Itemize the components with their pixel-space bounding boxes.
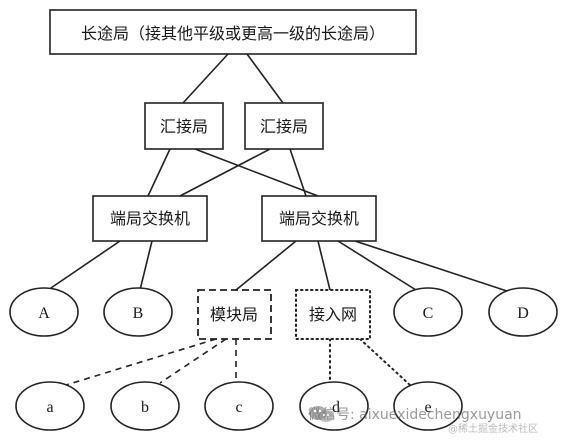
subscriber-c-label: c	[235, 399, 242, 416]
subscriber-C-node	[393, 287, 463, 337]
edge-end-right-D	[354, 240, 511, 293]
subscriber-e-node	[393, 381, 463, 431]
end-office-left-box	[92, 195, 208, 242]
subscriber-a-label: a	[46, 399, 53, 416]
edge-tandem-right-end-right	[289, 148, 307, 197]
subscriber-b-node	[110, 381, 180, 431]
edge-end-right-access	[317, 240, 331, 291]
edge-tandem-left-end-left	[147, 148, 171, 197]
access-network-box	[295, 289, 371, 340]
subscriber-d-label: d	[332, 399, 340, 416]
wechat-logo-icon	[309, 406, 334, 422]
tandem-office-right-box	[244, 102, 324, 150]
subscriber-b-label: b	[141, 399, 149, 416]
end-office-right-label: 端局交换机	[279, 209, 359, 228]
subscriber-B-node	[103, 287, 173, 337]
subscriber-A-label: A	[38, 305, 50, 322]
watermark-subtext: @稀土掘金技术社区	[448, 424, 538, 435]
tandem-office-left-box	[144, 102, 224, 150]
edge-end-right-module	[235, 240, 297, 291]
subscriber-D-node	[488, 287, 558, 337]
subscriber-C-label: C	[423, 305, 434, 322]
watermark-text: 微信号: aixuexidechengxuyuan	[308, 407, 522, 423]
edge-module-a	[65, 338, 217, 386]
subscriber-B-label: B	[133, 305, 144, 322]
subscriber-A-node	[9, 287, 79, 337]
toll-office-box	[49, 9, 417, 55]
edge-tandem-right-end-left	[179, 148, 271, 197]
toll-office-label: 长途局（接其他平级或更高一级的长途局）	[81, 24, 385, 43]
subscriber-e-label: e	[424, 399, 431, 416]
subscriber-D-label: D	[517, 305, 529, 322]
edge-access-e	[359, 338, 411, 386]
access-network-label: 接入网	[309, 305, 357, 324]
edge-module-b	[159, 338, 227, 384]
watermark: 微信号: aixuexidechengxuyuan	[308, 404, 522, 424]
subscriber-c-node	[204, 381, 274, 431]
edge-end-left-A	[47, 240, 121, 291]
edge-end-left-B	[139, 240, 153, 291]
edge-top-tandem-left	[182, 53, 229, 104]
end-office-left-label: 端局交换机	[110, 209, 190, 228]
tandem-office-left-label: 汇接局	[160, 117, 208, 136]
subscriber-a-node	[15, 381, 85, 431]
tandem-office-right-label: 汇接局	[260, 117, 308, 136]
edge-top-tandem-right	[246, 53, 284, 104]
end-office-right-box	[261, 195, 377, 242]
edge-tandem-left-end-right	[194, 148, 319, 197]
module-office-label: 模块局	[210, 305, 258, 324]
edge-end-right-C	[337, 240, 417, 291]
module-office-box	[197, 289, 272, 340]
